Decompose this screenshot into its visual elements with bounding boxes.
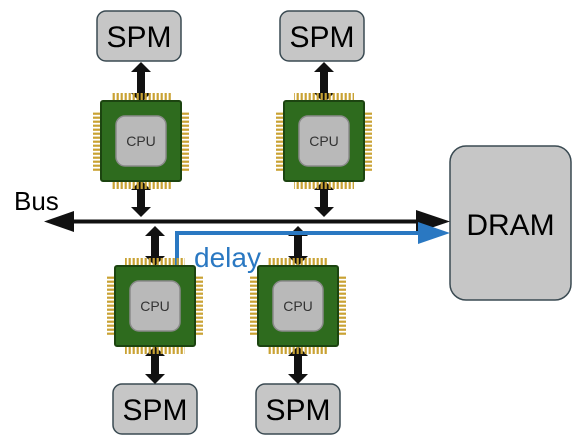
spm-cpu-arrow-top-right xyxy=(314,62,334,103)
cpu-bus-arrow-top-right xyxy=(314,180,334,217)
spm-box-top-right: SPM xyxy=(279,10,365,62)
delay-label: delay xyxy=(194,242,261,273)
spm-cpu-arrow-bottom-left xyxy=(145,346,165,384)
cpu-bus-arrow-bottom-right xyxy=(288,226,308,266)
cpu-chip-top-right: CPU xyxy=(276,93,372,189)
cpu-chips: CPU CPU CPU CPU xyxy=(93,93,372,354)
cpu-bus-arrow-bottom-left xyxy=(145,226,165,266)
spm-box-bottom-left: SPM xyxy=(112,383,198,435)
spm-box-top-left: SPM xyxy=(96,10,182,62)
bus-label: Bus xyxy=(14,186,59,216)
dram-label: DRAM xyxy=(466,209,554,242)
cpu-chip-top-left: CPU xyxy=(93,93,189,189)
bus-arrowhead-left xyxy=(44,211,74,232)
spm-label: SPM xyxy=(122,394,187,427)
cpu-label: CPU xyxy=(309,133,339,149)
cpu-die xyxy=(272,280,324,332)
cpu-die xyxy=(115,115,167,167)
spm-cpu-arrow-top-left xyxy=(131,62,151,103)
cpu-die xyxy=(129,280,181,332)
spm-label: SPM xyxy=(289,21,354,54)
connection-arrows xyxy=(131,62,334,384)
spm-cpu-arrow-bottom-right xyxy=(288,346,308,384)
cpu-label: CPU xyxy=(126,133,156,149)
cpu-chip-bottom-left: CPU xyxy=(107,258,203,354)
cpu-die xyxy=(298,115,350,167)
cpu-bus-arrow-top-left xyxy=(131,180,151,217)
bus-line xyxy=(44,210,450,233)
spm-label: SPM xyxy=(106,21,171,54)
cpu-chip-bottom-right: CPU xyxy=(250,258,346,354)
dram-box: DRAM xyxy=(449,145,572,301)
spm-box-bottom-right: SPM xyxy=(255,383,341,435)
cpu-label: CPU xyxy=(283,298,313,314)
spm-label: SPM xyxy=(265,394,330,427)
delay-arrowhead-dram xyxy=(418,222,450,244)
cpu-label: CPU xyxy=(140,298,170,314)
